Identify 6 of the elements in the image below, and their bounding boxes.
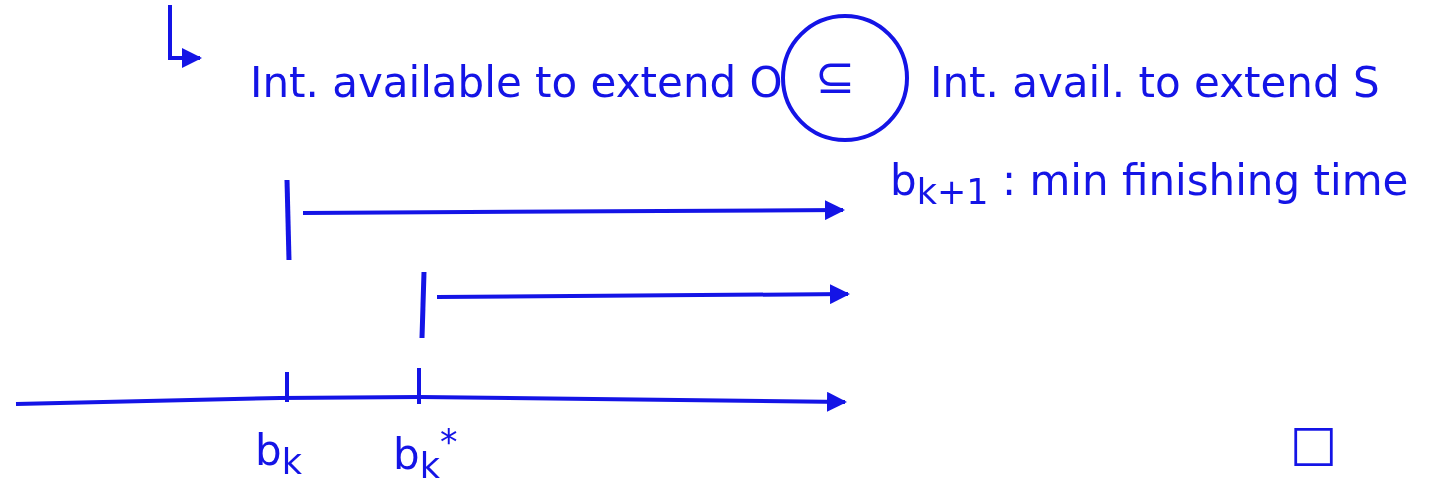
axis-label: b$_{k}$	[255, 430, 302, 481]
subset-symbol: ⊆	[815, 52, 856, 100]
handwritten-note: Int. avail. to extend S	[930, 62, 1380, 104]
end-of-proof-mark: □	[1290, 418, 1338, 468]
handwritten-note: b$_{k+1}$ : min finishing time	[890, 160, 1409, 211]
handwritten-note: Int. available to extend O	[250, 62, 783, 104]
